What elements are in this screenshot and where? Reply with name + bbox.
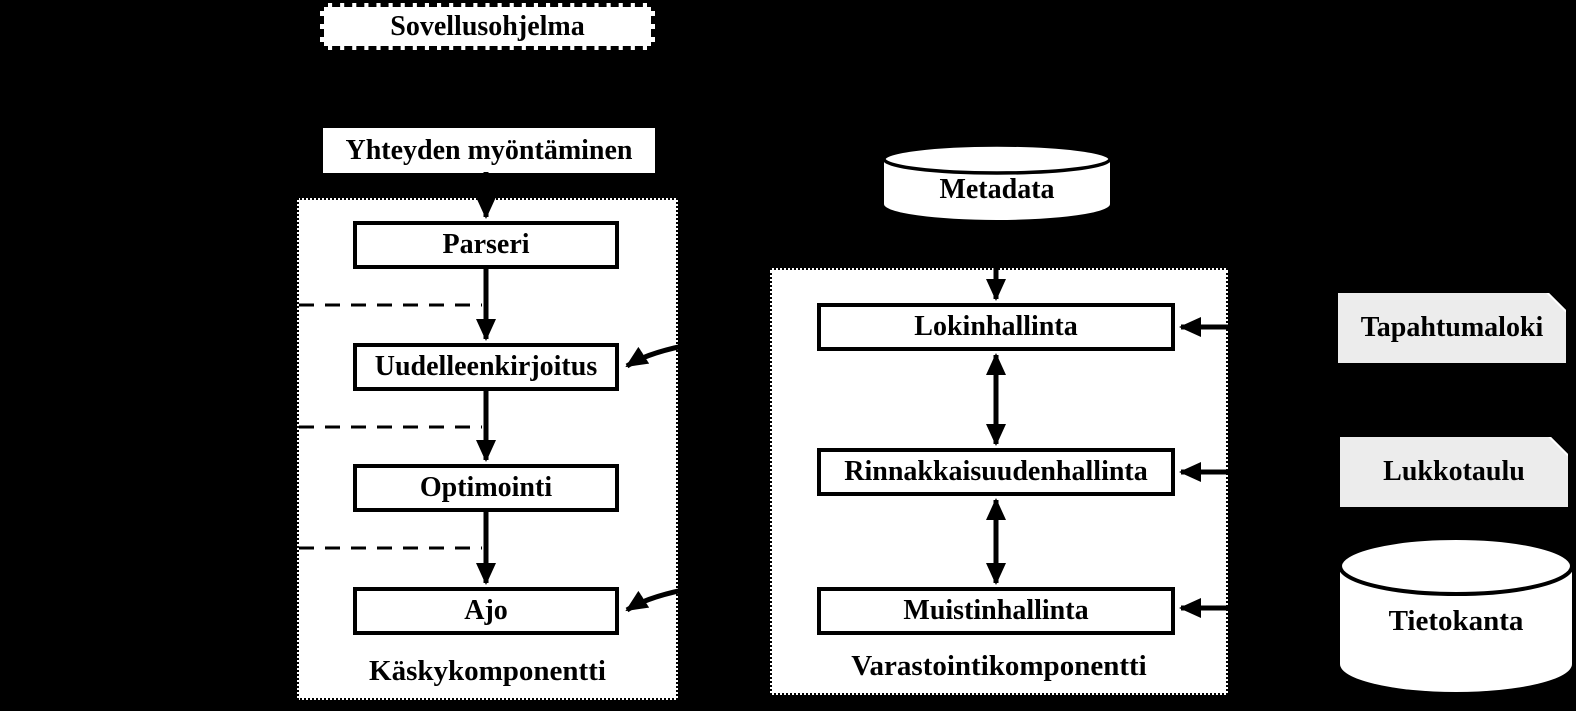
database-cylinder-top [1338, 536, 1574, 596]
lock-table-card: Lukkotaulu [1340, 437, 1568, 507]
curved-arrow-into-ajo [625, 583, 707, 613]
stage-label-uudelleenkirjoitus: Uudelleenkirjoitus [374, 351, 598, 382]
stage-label-optimointi: Optimointi [419, 472, 553, 503]
application-program-box: Sovellusohjelma [320, 3, 655, 50]
module-label-rinnakkaisuudenhallinta: Rinnakkaisuudenhallinta [844, 456, 1148, 487]
module-box-lokinhallinta: Lokinhallinta [817, 303, 1175, 351]
connection-grant-box: Yhteyden myöntäminen [323, 128, 655, 173]
curved-arrow-into-uudelleenkirjoitus [625, 339, 707, 369]
database-cylinder-body [1340, 566, 1572, 692]
metadata-cylinder-label: Metadata [884, 174, 1110, 206]
phase-separator-lines [299, 303, 482, 550]
connection-grant-label: Yhteyden myöntäminen [345, 134, 633, 166]
module-box-muistinhallinta: Muistinhallinta [817, 587, 1175, 635]
database-label-text: Tietokanta [1388, 604, 1524, 637]
command-component-title: Käskykomponentti [369, 655, 606, 687]
module-box-rinnakkaisuudenhallinta: Rinnakkaisuudenhallinta [817, 448, 1175, 496]
stage-box-parseri: Parseri [353, 221, 619, 269]
module-label-lokinhallinta: Lokinhallinta [914, 311, 1078, 342]
transaction-log-card: Tapahtumaloki [1338, 293, 1566, 363]
database-cylinder-label: Tietokanta [1340, 604, 1572, 638]
database-cylinder-shape [1338, 536, 1574, 692]
module-label-muistinhallinta: Muistinhallinta [903, 595, 1089, 626]
lock-table-label: Lukkotaulu [1383, 456, 1525, 487]
stage-box-optimointi: Optimointi [353, 464, 619, 512]
application-program-label: Sovellusohjelma [390, 10, 585, 42]
stage-label-ajo: Ajo [464, 595, 508, 626]
metadata-cylinder-shape [882, 143, 1112, 220]
transaction-log-label: Tapahtumaloki [1360, 312, 1544, 343]
stage-box-uudelleenkirjoitus: Uudelleenkirjoitus [353, 343, 619, 391]
metadata-cylinder-top [882, 143, 1112, 175]
storage-component-title: Varastointikomponentti [851, 650, 1147, 682]
metadata-label-text: Metadata [939, 174, 1055, 205]
metadata-cylinder-body [884, 159, 1110, 220]
stage-label-parseri: Parseri [442, 229, 530, 260]
stage-box-ajo: Ajo [353, 587, 619, 635]
